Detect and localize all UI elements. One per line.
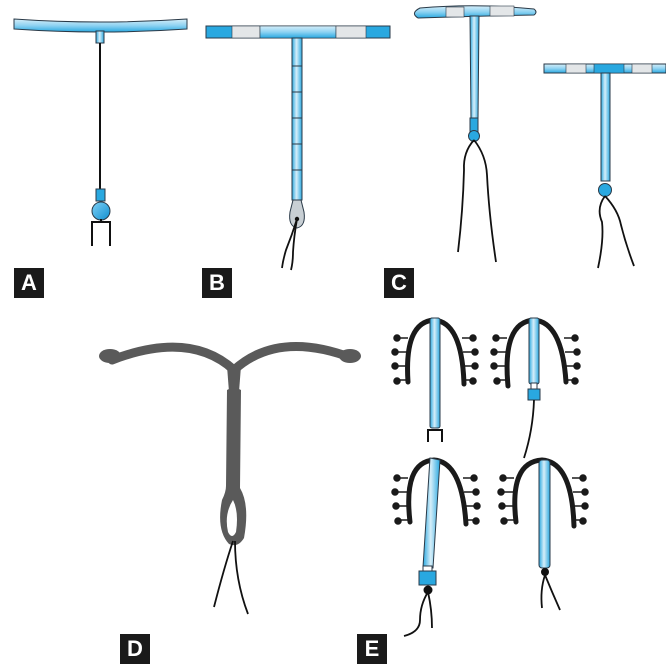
device-a-forks: [92, 219, 110, 246]
device-c2-arm-seg-right: [632, 64, 652, 73]
device-c1-arm-seg-left: [446, 7, 464, 17]
device-c1-string-2: [458, 140, 474, 252]
device-c1-string-1: [474, 140, 496, 262]
panel-label-a: A: [14, 268, 44, 298]
device-c1-stem: [470, 16, 479, 120]
panel-label-c: C: [384, 268, 414, 298]
device-e4: [498, 460, 588, 610]
device-c2-arm-center: [594, 64, 624, 73]
device-c2-string-1: [605, 196, 634, 266]
device-e3-string-2: [428, 592, 432, 628]
device-e4-stem: [539, 460, 550, 568]
device-d-string-2: [235, 541, 248, 614]
device-c2-bulb: [599, 184, 612, 197]
panel-label-e: E: [357, 634, 387, 664]
panel-label-b: B: [202, 268, 232, 298]
device-b-arm-mid: [260, 26, 336, 38]
device-e3-stem: [423, 458, 440, 568]
device-e2-string: [524, 400, 534, 458]
device-b-stem: [292, 38, 302, 200]
device-e1: [392, 318, 478, 442]
device-c1-bulb: [469, 131, 480, 142]
device-e3-string-1: [404, 592, 428, 636]
device-c2-stem: [601, 73, 610, 181]
device-d-arm-tip-left: [99, 349, 121, 363]
device-a-stem-base: [96, 31, 104, 43]
device-e2: [491, 318, 580, 458]
device-a: [14, 19, 187, 246]
device-c1-arm-seg-right: [490, 6, 514, 16]
device-c2-arm-seg-left: [566, 64, 586, 73]
device-c2: [544, 64, 666, 268]
device-e4-knot: [541, 568, 549, 576]
device-a-bulb: [92, 202, 110, 220]
device-c1: [414, 6, 536, 262]
device-c2-string-2: [598, 196, 605, 268]
device-d-copper-t: [99, 346, 361, 614]
device-d-arm-tip-right: [339, 349, 361, 363]
device-d-string-1: [214, 541, 233, 607]
device-e3: [392, 458, 480, 636]
device-e2-stem: [529, 318, 539, 384]
device-b: [206, 26, 390, 270]
device-b-arm-seg-left: [232, 26, 260, 38]
device-c1-reservoir: [470, 118, 478, 132]
device-e4-string-2: [545, 575, 560, 610]
device-a-tube: [96, 189, 105, 201]
device-a-arm: [14, 19, 187, 32]
device-b-string-1: [282, 219, 297, 268]
device-b-arm-seg-right: [336, 26, 366, 38]
device-e1-forks: [428, 430, 442, 442]
device-e2-base: [528, 389, 540, 400]
device-e3-base: [419, 571, 436, 585]
device-e4-string-1: [541, 575, 545, 608]
device-e1-stem: [430, 318, 440, 428]
panel-label-d: D: [120, 634, 150, 664]
